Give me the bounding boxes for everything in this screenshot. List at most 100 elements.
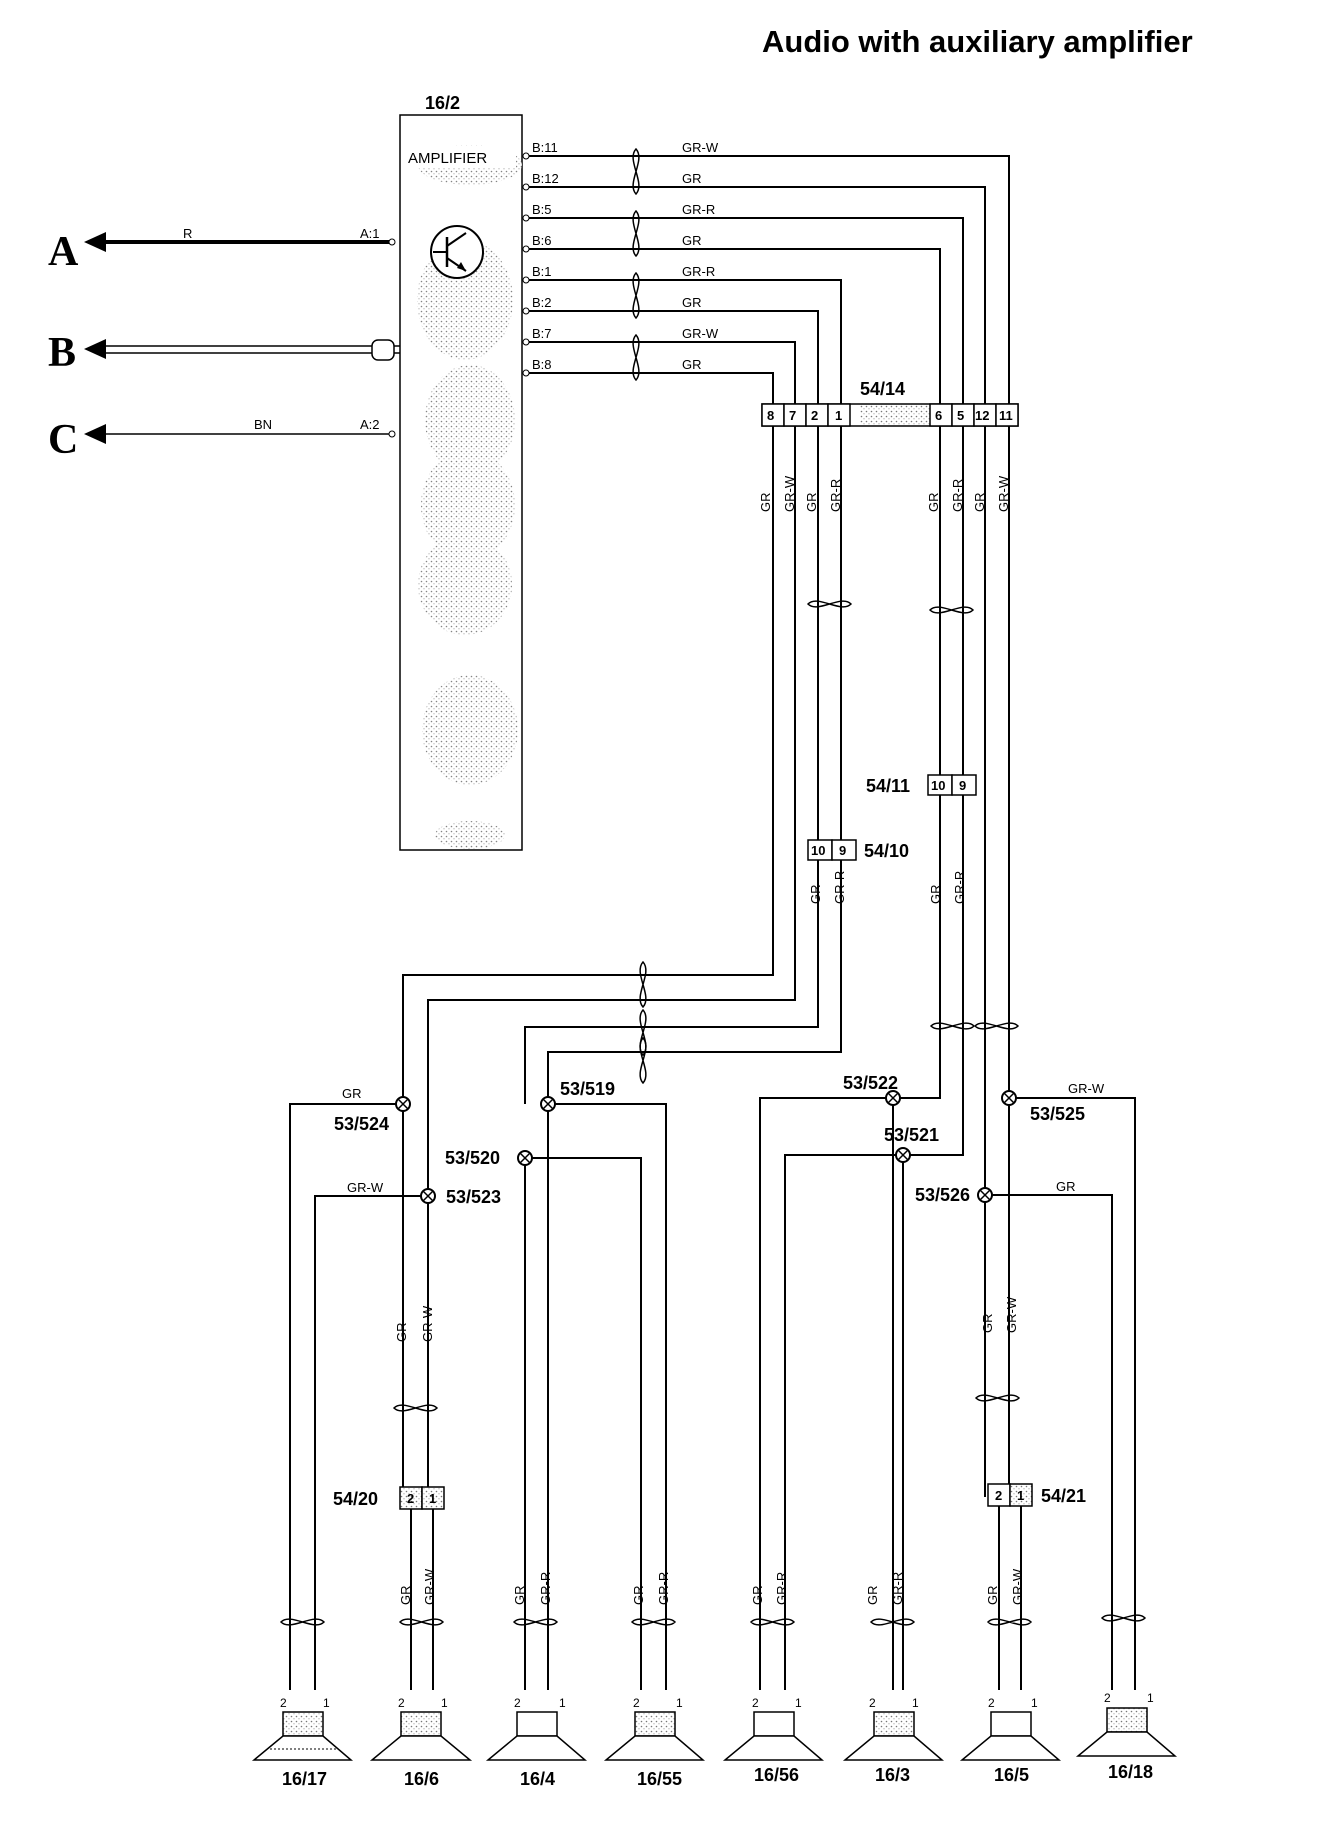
wire-label: GR-W [422, 1568, 437, 1605]
amp-pin-6: B:7 [532, 326, 552, 341]
connector-54-14-pin: 6 [935, 408, 942, 423]
speaker-pin: 2 [633, 1696, 640, 1710]
wire-label: GR [865, 1586, 880, 1606]
splice-53-525-wire: GR-W [1068, 1081, 1105, 1096]
amp-wire-color-2: GR-R [682, 202, 715, 217]
speaker-16-17-label: 16/17 [282, 1769, 327, 1789]
wire-label: GR [398, 1586, 413, 1606]
arrow-left-icon [84, 339, 106, 359]
wire-label: GR-W [420, 1305, 435, 1342]
connector-54-11-pin: 10 [931, 778, 945, 793]
splice-53-525-label: 53/525 [1030, 1104, 1085, 1124]
wire-label: GR [804, 493, 819, 513]
speaker-pin: 1 [441, 1696, 448, 1710]
connector-54-11: 10 9 54/11 [866, 774, 977, 796]
speakers: 2 1 16/17 2 1 16/6 2 1 16/4 2 1 [251, 1691, 1178, 1789]
amp-wire-color-4: GR-R [682, 264, 715, 279]
amp-pin-7: B:8 [532, 357, 552, 372]
connector-54-14-pin: 12 [975, 408, 989, 423]
speaker-pin: 2 [869, 1696, 876, 1710]
amplifier-id: 16/2 [425, 93, 460, 113]
connector-54-14-pin: 8 [767, 408, 774, 423]
speaker-16-3-icon: 2 1 [842, 1696, 945, 1761]
speaker-16-4-icon: 2 1 [485, 1696, 588, 1761]
splice-53-524-wire: GR [342, 1086, 362, 1101]
connector-54-20-label: 54/20 [333, 1489, 378, 1509]
amp-wire-color-0: GR-W [682, 140, 719, 155]
speaker-16-4-label: 16/4 [520, 1769, 555, 1789]
connector-54-20-pin: 1 [429, 1491, 436, 1506]
diagram-title: Audio with auxiliary amplifier [762, 24, 1193, 59]
arrow-left-icon [84, 424, 106, 444]
speaker-pin: 1 [1147, 1691, 1154, 1705]
wire-label: GR-R [832, 871, 847, 904]
connector-54-11-label: 54/11 [866, 776, 910, 796]
transistor-icon [430, 225, 484, 279]
speaker-pin: 1 [1031, 1696, 1038, 1710]
connector-54-21-pin: 2 [995, 1488, 1002, 1503]
splices: GR 53/524 GR-W 53/523 53/519 53/520 53/5… [289, 1073, 1136, 1690]
connection-letter-b: B [48, 330, 76, 376]
amp-wire-color-1: GR [682, 171, 702, 186]
connection-c-pin: A:2 [360, 417, 380, 432]
connector-54-10: 10 9 54/10 [807, 839, 909, 861]
connector-54-20: 2 1 54/20 [333, 1486, 445, 1690]
connector-54-14-pin: 5 [957, 408, 964, 423]
amp-pin-1: B:12 [532, 171, 559, 186]
wires-below-54-14: GR GR-W GR GR-R GR GR-R GR GR-W [402, 426, 1011, 1196]
connector-54-14-pin: 11 [999, 408, 1013, 423]
amp-pin-3: B:6 [532, 233, 552, 248]
splice-53-526-label: 53/526 [915, 1185, 970, 1205]
connector-54-21: 2 1 54/21 [987, 1483, 1086, 1690]
left-connections: A R A:1 B C BN A:2 [48, 226, 400, 463]
splice-53-524-label: 53/524 [334, 1114, 389, 1134]
connection-letter-c: C [48, 417, 78, 463]
speaker-16-5-label: 16/5 [994, 1765, 1029, 1785]
connector-54-10-pin: 10 [811, 843, 825, 858]
speaker-pin: 2 [514, 1696, 521, 1710]
connector-54-14-pin: 2 [811, 408, 818, 423]
amp-pin-5: B:2 [532, 295, 552, 310]
wire-label: GR [980, 1314, 995, 1334]
wires-mid: GR GR-R GR GR-R [524, 795, 1020, 1158]
wire-label: GR-W [996, 475, 1011, 512]
connection-a-pin: A:1 [360, 226, 380, 241]
speaker-16-56-icon: 2 1 [722, 1696, 825, 1761]
amp-pin-4: B:1 [532, 264, 552, 279]
splice-53-526-wire: GR [1056, 1179, 1076, 1194]
connector-54-21-label: 54/21 [1041, 1486, 1086, 1506]
amplifier-label: AMPLIFIER [408, 150, 487, 167]
connector-54-14: 54/14 8 7 2 1 6 5 12 11 [761, 379, 1019, 427]
wire-label: GR [926, 493, 941, 513]
speaker-pin: 2 [988, 1696, 995, 1710]
wire-label: GR [808, 885, 823, 905]
speaker-16-18-icon: 2 1 [1075, 1691, 1178, 1757]
wire-label: GR-W [1004, 1296, 1019, 1333]
speaker-16-17-icon: 2 1 [251, 1696, 354, 1761]
speaker-pin: 1 [323, 1696, 330, 1710]
connector-54-14-pin: 1 [835, 408, 842, 423]
wire-label: GR-R [538, 1572, 553, 1605]
splice-53-523-label: 53/523 [446, 1187, 501, 1207]
connector-54-14-label: 54/14 [860, 379, 905, 399]
splice-53-522-label: 53/522 [843, 1073, 898, 1093]
speaker-16-3-label: 16/3 [875, 1765, 910, 1785]
speaker-16-55-label: 16/55 [637, 1769, 682, 1789]
amp-wire-color-7: GR [682, 357, 702, 372]
amp-wire-color-6: GR-W [682, 326, 719, 341]
speaker-16-6-icon: 2 1 [369, 1696, 473, 1761]
connection-c-wire: BN [254, 417, 272, 432]
wire-label: GR-R [952, 871, 967, 904]
connector-54-10-pin: 9 [839, 843, 846, 858]
wire-label: GR [631, 1586, 646, 1606]
splice-53-520-label: 53/520 [445, 1148, 500, 1168]
wire-label: GR [512, 1586, 527, 1606]
wire-label: GR [972, 493, 987, 513]
splice-53-521-label: 53/521 [884, 1125, 939, 1145]
wire-label: GR-W [782, 475, 797, 512]
wire-label: GR-W [1010, 1568, 1025, 1605]
speaker-16-18-label: 16/18 [1108, 1762, 1153, 1782]
arrow-left-icon [84, 232, 106, 252]
rear-pairs: GR GR-W GR GR-W [392, 1296, 1021, 1412]
